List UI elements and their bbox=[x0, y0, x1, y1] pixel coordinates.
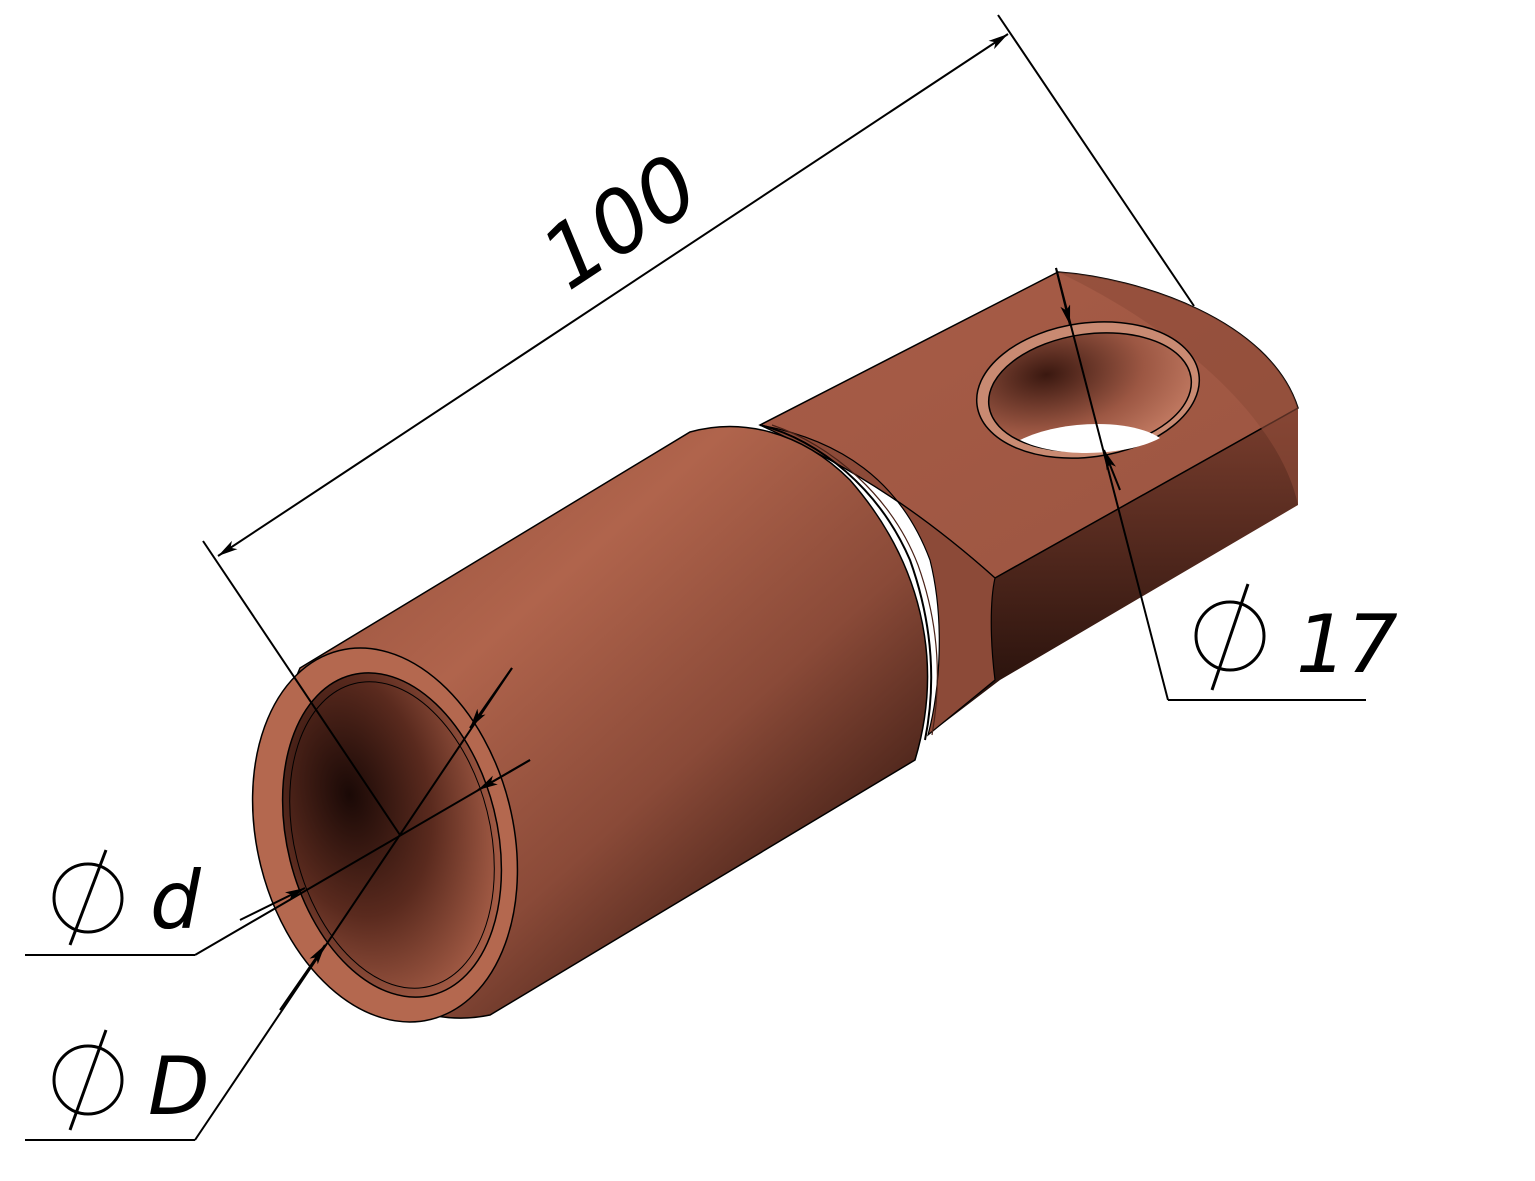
outer-diameter-arrow-bottom bbox=[279, 944, 326, 1011]
outer-diameter-line bbox=[194, 667, 513, 1141]
palm-end-edge bbox=[1058, 272, 1298, 505]
palm-hole-through bbox=[1020, 423, 1160, 453]
outer-diameter-value: D bbox=[148, 1040, 210, 1133]
inner-diameter-arrow-right bbox=[477, 759, 531, 791]
outer-diameter-label: D bbox=[52, 1029, 210, 1133]
lug-palm bbox=[758, 271, 1299, 735]
hole-diameter-label: 17 bbox=[1194, 583, 1398, 691]
inner-diameter-arrow bbox=[239, 887, 306, 921]
palm-side-face bbox=[928, 408, 1298, 735]
length-dimension-line bbox=[217, 33, 1009, 557]
diameter-symbol-icon bbox=[52, 849, 124, 946]
hole-value: 17 bbox=[1296, 598, 1398, 691]
outer-diameter-arrow-top bbox=[469, 667, 513, 729]
inner-diameter-value: d bbox=[150, 854, 202, 947]
diameter-symbol-icon bbox=[52, 1029, 124, 1131]
lug-barrel bbox=[251, 424, 996, 1023]
hole-arrow-top bbox=[1055, 267, 1071, 326]
length-label: 100 bbox=[524, 136, 716, 310]
length-extension-left bbox=[202, 540, 401, 836]
length-extension-right bbox=[997, 14, 1195, 307]
dimensions bbox=[25, 14, 1366, 1141]
barrel-bore bbox=[281, 672, 503, 998]
barrel-bore-chamfer bbox=[289, 681, 495, 989]
inner-diameter-line bbox=[194, 759, 531, 956]
diameter-symbol-icon bbox=[1194, 583, 1266, 691]
hole-dimension-line bbox=[1055, 267, 1169, 701]
inner-diameter-label: d bbox=[52, 849, 202, 947]
hole-arrow-bottom bbox=[1103, 449, 1121, 491]
